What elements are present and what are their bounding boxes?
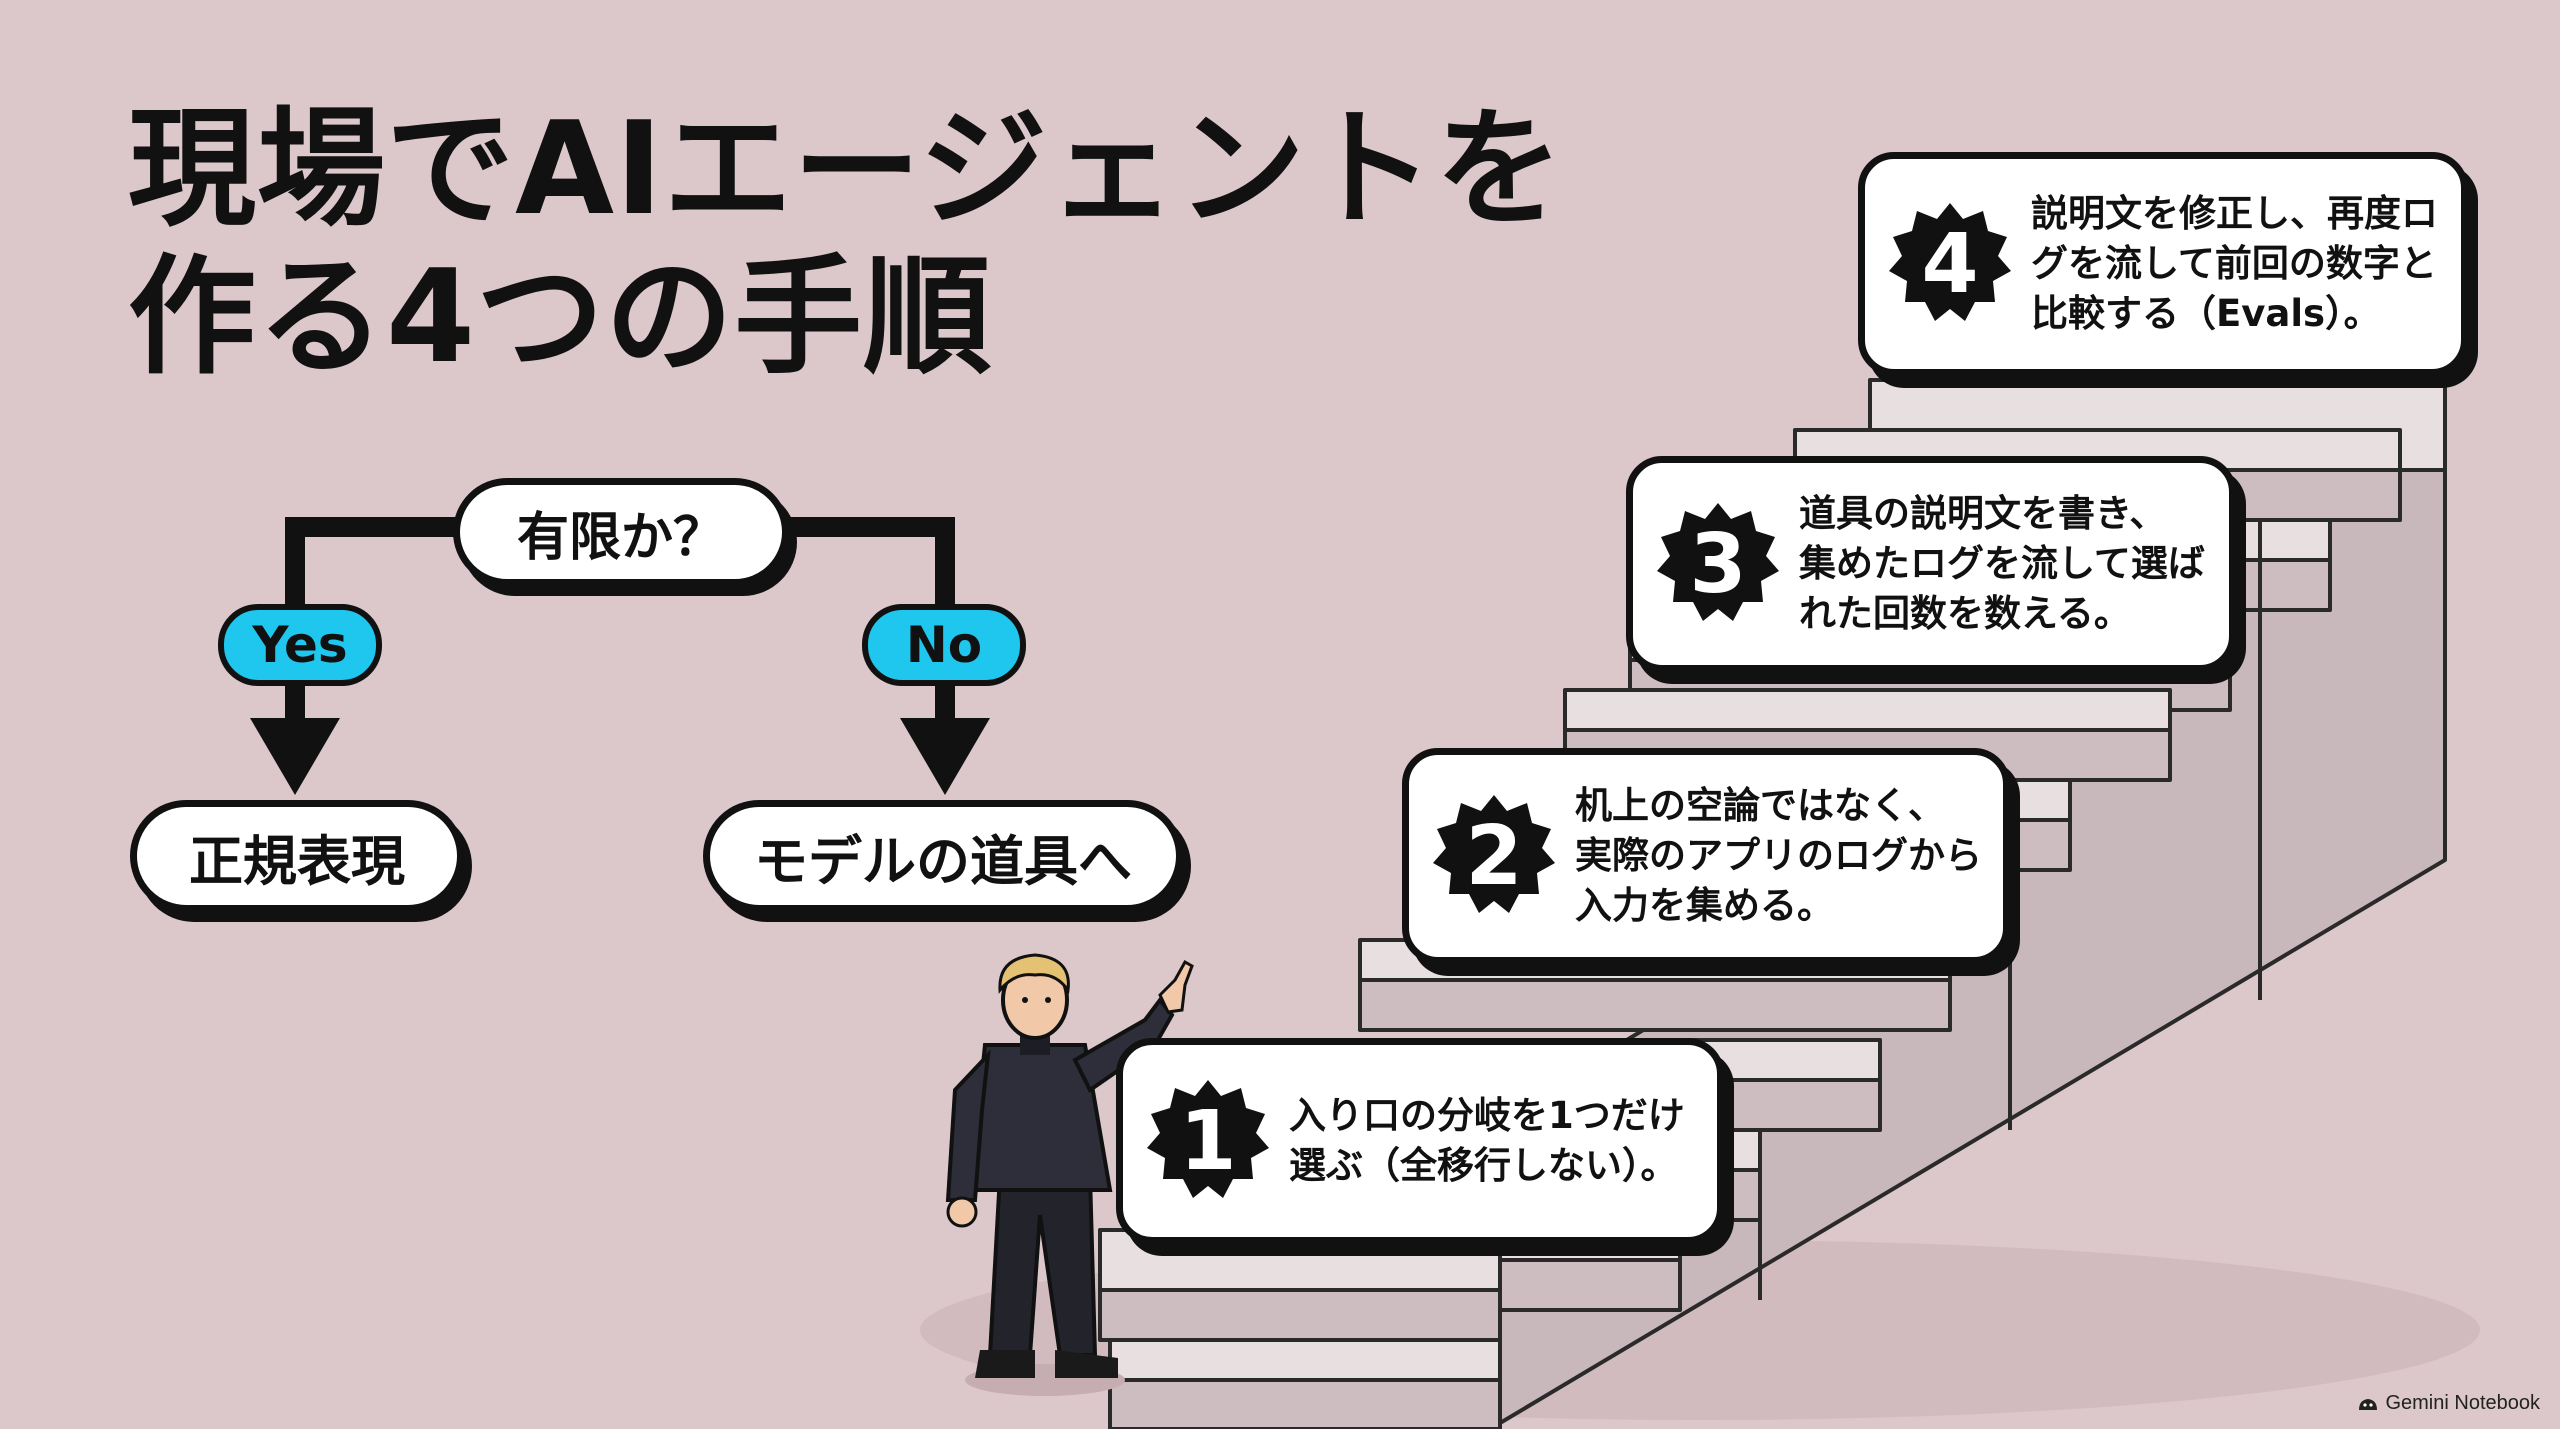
brand-watermark: Gemini Notebook <box>2357 1392 2540 1415</box>
step-card-2: 2 机上の空論ではなく、 実際のアプリのログから 入力を集める。 <box>1402 748 2010 964</box>
seal-badge-icon <box>1657 503 1779 621</box>
question-box: 有限か？ <box>453 478 789 586</box>
no-label: No <box>905 616 983 674</box>
no-tag: No <box>862 604 1026 686</box>
step-number-3: 3 <box>1689 516 1747 612</box>
step-4-line-2: グを流して前回の数字と <box>2031 242 2437 285</box>
brand-label: Gemini Notebook <box>2385 1392 2540 1414</box>
no-result-box: モデルの道具へ <box>703 800 1183 912</box>
step-3-line-3: れた回数を数える。 <box>1799 592 2131 635</box>
step-3-line-1: 道具の説明文を書き、 <box>1799 492 2167 535</box>
step-card-4: 4 説明文を修正し、再度ロ グを流して前回の数字と 比較する（Evals）。 <box>1858 152 2468 376</box>
step-number-2: 2 <box>1465 808 1523 904</box>
step-text-3: 道具の説明文を書き、 集めたログを流して選ば れた回数を数える。 <box>1799 489 2205 639</box>
step-text-2: 机上の空論ではなく、 実際のアプリのログから 入力を集める。 <box>1575 781 1982 931</box>
step-badge-2: 2 <box>1429 791 1559 921</box>
yes-result-label: 正規表現 <box>189 829 405 893</box>
step-card-3: 3 道具の説明文を書き、 集めたログを流して選ば れた回数を数える。 <box>1626 456 2236 672</box>
step-number-1: 1 <box>1179 1093 1237 1189</box>
step-number-4: 4 <box>1921 216 1979 312</box>
step-4-line-3: 比較する（Evals）。 <box>2031 292 2381 335</box>
yes-label: Yes <box>252 616 348 674</box>
step-badge-4: 4 <box>1885 199 2015 329</box>
step-badge-1: 1 <box>1143 1076 1273 1206</box>
yes-result-box: 正規表現 <box>130 800 464 912</box>
seal-badge-icon <box>1433 795 1555 913</box>
step-2-line-3: 入力を集める。 <box>1575 884 1834 927</box>
presenter-figure <box>945 953 1194 1396</box>
no-result-label: モデルの道具へ <box>754 829 1132 893</box>
gemini-notebook-icon <box>2359 1398 2378 1410</box>
step-1-line-2: 選ぶ（全移行しない）。 <box>1289 1144 1678 1187</box>
title-line-2: 作る4つの手順 <box>128 243 993 392</box>
yes-tag: Yes <box>218 604 382 686</box>
page-title: 現場でAIエージェントを 作る4つの手順 <box>128 96 1748 392</box>
yes-arrow-head <box>250 718 340 795</box>
step-2-line-1: 机上の空論ではなく、 <box>1575 784 1945 827</box>
no-arrow-head <box>900 718 990 795</box>
seal-badge-icon <box>1889 203 2011 321</box>
step-card-1: 1 入り口の分岐を1つだけ 選ぶ（全移行しない）。 <box>1116 1038 1724 1244</box>
step-3-line-2: 集めたログを流して選ば <box>1799 542 2205 585</box>
step-text-4: 説明文を修正し、再度ロ グを流して前回の数字と 比較する（Evals）。 <box>2031 189 2438 339</box>
step-1-line-1: 入り口の分岐を1つだけ <box>1289 1094 1685 1137</box>
seal-badge-icon <box>1147 1080 1269 1198</box>
step-2-line-2: 実際のアプリのログから <box>1575 834 1982 877</box>
step-badge-3: 3 <box>1653 499 1783 629</box>
step-text-1: 入り口の分岐を1つだけ 選ぶ（全移行しない）。 <box>1289 1091 1685 1191</box>
step-4-line-1: 説明文を修正し、再度ロ <box>2031 192 2438 235</box>
title-line-1: 現場でAIエージェントを <box>128 95 1565 244</box>
question-label: 有限か？ <box>516 507 725 568</box>
